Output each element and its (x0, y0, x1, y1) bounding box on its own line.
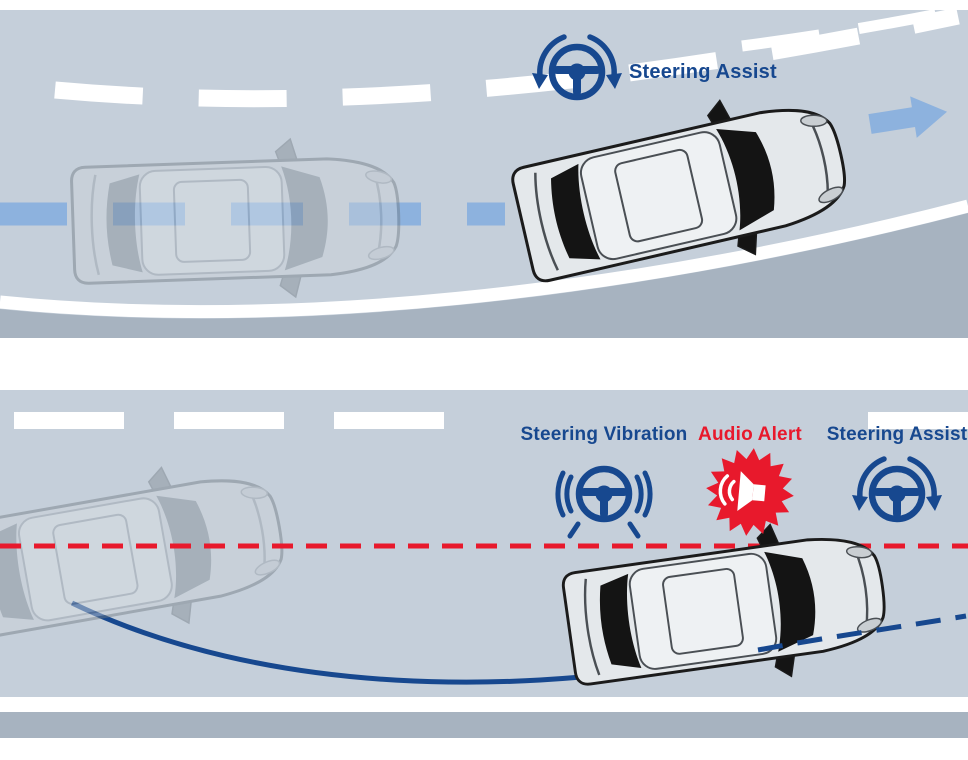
top-panel-curved-road-scene (0, 4, 968, 338)
speaker-icon (718, 471, 766, 511)
steering-assist-label-bottom: Steering Assist (826, 424, 968, 445)
steering-assist-label-top: Steering Assist (629, 61, 777, 83)
audio-alert-label: Audio Alert (698, 424, 802, 445)
bottom-road-strip (0, 712, 968, 738)
top-road-shoulder (0, 213, 968, 338)
top-road-edge-line (0, 199, 968, 319)
bottom-panel-lane-departure-scene (0, 390, 968, 707)
steering-vibration-label: Steering Vibration (520, 424, 688, 445)
audio-alert-icon (706, 448, 794, 536)
lane-marking (334, 412, 444, 429)
lane-marking (868, 412, 968, 429)
top-lane-dashed-line (54, 7, 960, 108)
forward-direction-arrow-icon (868, 96, 948, 138)
top-outer-edge-dashes (741, 4, 960, 52)
lane-marking (14, 412, 124, 429)
lane-marking (174, 412, 284, 429)
